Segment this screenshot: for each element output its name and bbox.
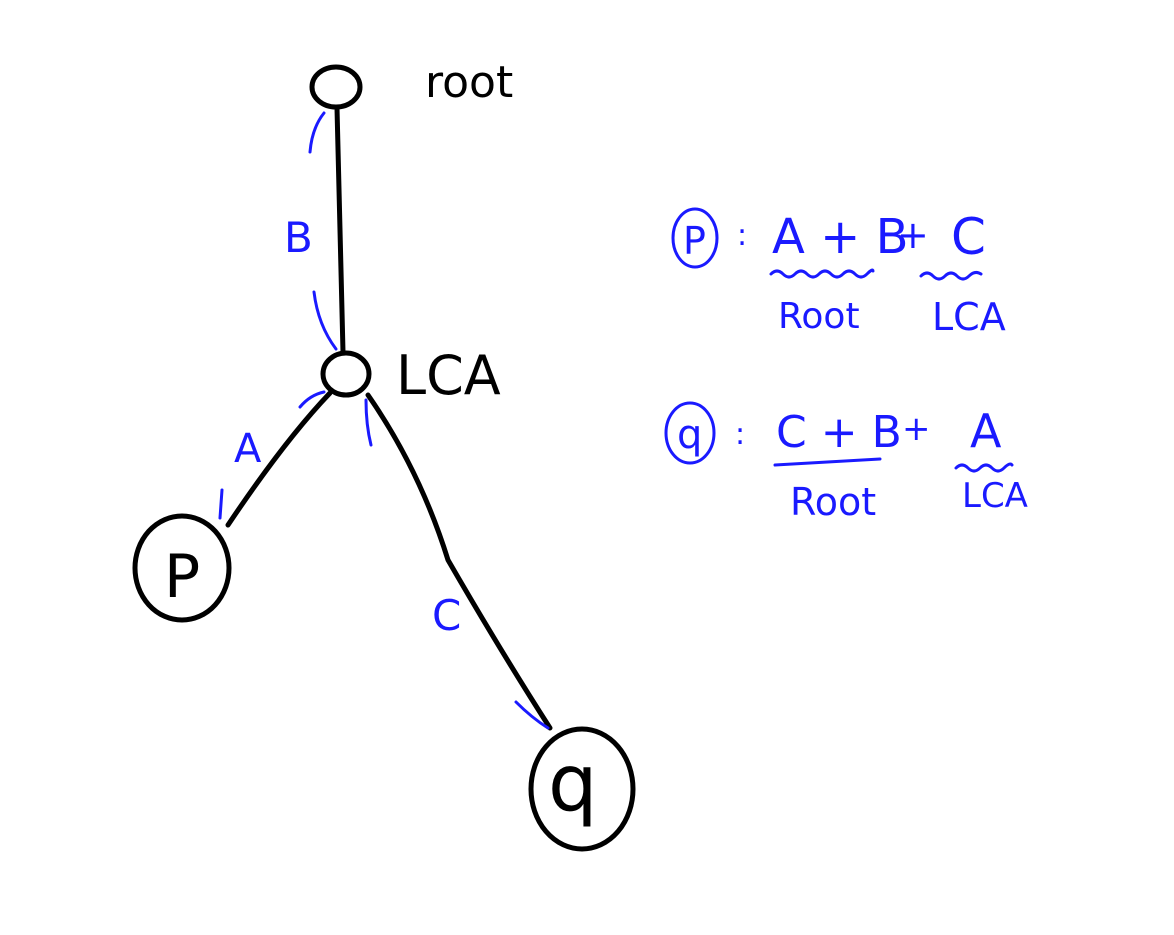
root-node bbox=[309, 64, 363, 110]
formula-p-node: P bbox=[683, 219, 706, 263]
formula-q-circle bbox=[664, 401, 716, 465]
formula-p-circle bbox=[671, 207, 719, 269]
formula-p-term2-squiggle bbox=[919, 270, 983, 281]
edge-label-c: C bbox=[432, 591, 461, 640]
formula-q: q : C + B Root + A LCA bbox=[664, 401, 1028, 524]
formula-p-term1: A + B bbox=[772, 209, 909, 265]
root-label: root bbox=[425, 57, 513, 108]
formula-q-term2: A bbox=[970, 404, 1002, 458]
formula-p-term1-squiggle bbox=[769, 268, 875, 279]
formula-q-term1-line bbox=[773, 457, 882, 467]
lca-node bbox=[320, 350, 372, 398]
lca-label: LCA bbox=[396, 344, 501, 407]
formula-q-separator: : bbox=[735, 417, 745, 452]
edge-lca-p bbox=[225, 390, 333, 528]
edge-a-top-arc bbox=[298, 390, 326, 409]
formula-q-plus: + bbox=[902, 409, 931, 449]
edge-b-bottom-arc bbox=[312, 290, 338, 351]
edge-root-lca bbox=[334, 105, 346, 355]
formula-q-term2-under: LCA bbox=[962, 476, 1028, 516]
formula-p-term2-under: LCA bbox=[932, 295, 1006, 339]
edge-lca-q bbox=[365, 392, 553, 731]
formula-q-node: q bbox=[677, 412, 702, 458]
edge-label-a: A bbox=[234, 426, 262, 472]
p-node bbox=[132, 513, 232, 623]
formula-q-term1: C + B bbox=[776, 407, 902, 458]
formula-p-separator: : bbox=[737, 218, 747, 253]
formula-p-term2: C bbox=[951, 208, 986, 266]
formula-q-term1-under: Root bbox=[790, 480, 876, 524]
formula-q-term2-squiggle bbox=[954, 462, 1014, 473]
edge-label-b: B bbox=[284, 213, 313, 262]
edge-a-bottom-tick bbox=[218, 488, 224, 520]
formula-p: P : A + B Root + C LCA bbox=[671, 207, 1006, 339]
formula-p-plus: + bbox=[897, 213, 929, 257]
edge-b-top-arc bbox=[308, 111, 326, 154]
q-node-label: q bbox=[548, 739, 598, 829]
p-node-label: P bbox=[164, 542, 200, 612]
edge-c-top-arc bbox=[364, 398, 373, 447]
formula-p-term1-under: Root bbox=[778, 296, 860, 337]
edge-c-bottom-arc bbox=[514, 700, 550, 730]
q-node bbox=[528, 726, 636, 852]
